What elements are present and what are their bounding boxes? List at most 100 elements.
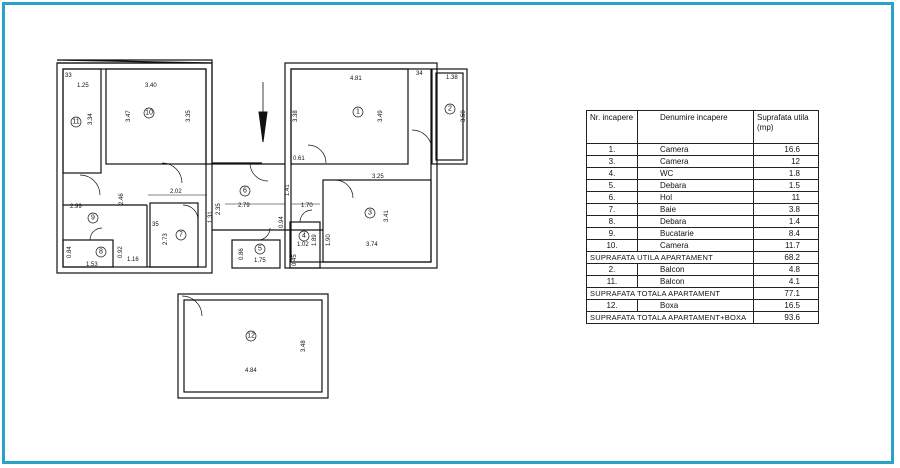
cell-area: 3.8	[753, 203, 819, 216]
room-5-outline	[231, 239, 281, 269]
dim-label: 35	[152, 222, 159, 228]
room-2-inner	[435, 72, 464, 161]
cell-area: 1.5	[753, 179, 819, 192]
cell-nr: 5.	[586, 179, 638, 192]
room-label-11: 11	[72, 119, 79, 126]
door-arc-10	[299, 209, 313, 223]
dim-label: 0.61	[293, 156, 305, 162]
dim-label: 1.89	[312, 234, 318, 246]
room-7-outline	[149, 202, 199, 268]
grand-total-label: SUPRAFATA TOTALA APARTAMENT+BOXA	[586, 311, 754, 324]
room-1-outline	[290, 68, 409, 165]
dim-label: 3.48	[301, 340, 307, 352]
room-4-outline	[289, 221, 321, 269]
dim-label: 2.73	[163, 233, 169, 245]
header-area: Suprafata utila (mp)	[753, 110, 819, 144]
dim-label: 1.31	[208, 211, 214, 223]
cell-nr: 12.	[586, 299, 638, 312]
cell-name: Debara	[637, 179, 754, 192]
dim-label: 2.79	[238, 203, 250, 209]
room-12-inner	[183, 299, 323, 393]
table-header-row: Nr. incapere Denumire incapere Suprafata…	[586, 110, 819, 144]
room-1-marker	[352, 106, 364, 118]
dim-label: 0.94	[279, 216, 285, 228]
wall-left-inner	[62, 68, 207, 268]
door-arc-11	[181, 295, 203, 317]
room-10-marker	[143, 107, 155, 119]
dim-label: 33	[65, 73, 72, 79]
dim-label: 3.49	[378, 110, 384, 122]
room-label-5: 5	[258, 246, 262, 253]
cell-nr: 3.	[586, 155, 638, 168]
dim-label: 2.35	[216, 203, 222, 215]
area-table: Nr. incapere Denumire incapere Suprafata…	[586, 110, 819, 324]
dim-label: 2.99	[70, 204, 82, 210]
room-4-marker	[298, 230, 310, 242]
cell-name: Camera	[637, 239, 754, 252]
door-arc-4	[411, 129, 433, 151]
room-label-6: 6	[243, 188, 247, 195]
room-12-marker	[245, 330, 257, 342]
dim-label: 3.41	[384, 210, 390, 222]
dim-label: 34	[416, 71, 423, 77]
room-12-outline	[177, 293, 329, 399]
cell-name: Camera	[637, 155, 754, 168]
area-table-container: Nr. incapere Denumire incapere Suprafata…	[586, 110, 819, 324]
wall-right-block	[284, 62, 438, 269]
cell-nr: 10.	[586, 239, 638, 252]
dim-label: 1.25	[77, 83, 89, 89]
cell-name: Balcon	[637, 275, 754, 288]
room-8-outline	[62, 239, 114, 268]
door-arc-5	[334, 179, 354, 199]
room-label-7: 7	[179, 232, 183, 239]
dim-label: 4.81	[350, 76, 362, 82]
cell-area: 11	[753, 191, 819, 204]
dim-label: 2.46	[119, 193, 125, 205]
cell-area: 4.1	[753, 275, 819, 288]
dim-label: 1.75	[254, 258, 266, 264]
cell-area: 11.7	[753, 239, 819, 252]
cell-area: 1.4	[753, 215, 819, 228]
room-label-9: 9	[91, 215, 95, 222]
wall-outer-left	[56, 59, 262, 164]
cell-nr: 6.	[586, 191, 638, 204]
wall-right-inner	[290, 68, 432, 263]
door-arc-7	[89, 227, 103, 241]
dim-label: 3.74	[366, 242, 378, 248]
room-label-2: 2	[448, 106, 452, 113]
cell-name: Bucatarie	[637, 227, 754, 240]
subtotal-value: 68.2	[753, 251, 819, 264]
dim-label: 1.70	[301, 203, 313, 209]
room-3-marker	[364, 207, 376, 219]
cell-area: 1.8	[753, 167, 819, 180]
door-arc-6	[79, 174, 101, 196]
cell-area: 12	[753, 155, 819, 168]
room-label-10: 10	[145, 110, 153, 117]
dim-label: 0.92	[118, 246, 124, 258]
cell-name: Boxa	[637, 299, 754, 312]
dim-label: 0.86	[239, 248, 245, 260]
door-arc-3	[307, 144, 327, 164]
dim-label: 1.53	[86, 262, 98, 268]
room-2-marker	[444, 103, 456, 115]
dim-label: 1.38	[446, 75, 458, 81]
room-label-3: 3	[368, 210, 372, 217]
room-2-outline	[431, 68, 468, 165]
cell-nr: 2.	[586, 263, 638, 276]
door-arc-9	[257, 227, 271, 241]
cell-area: 8.4	[753, 227, 819, 240]
dim-label: 2.02	[170, 189, 182, 195]
dim-label: 3.47	[126, 110, 132, 122]
header-nr: Nr. incapere	[586, 110, 638, 144]
dim-label: 1.16	[127, 257, 139, 263]
